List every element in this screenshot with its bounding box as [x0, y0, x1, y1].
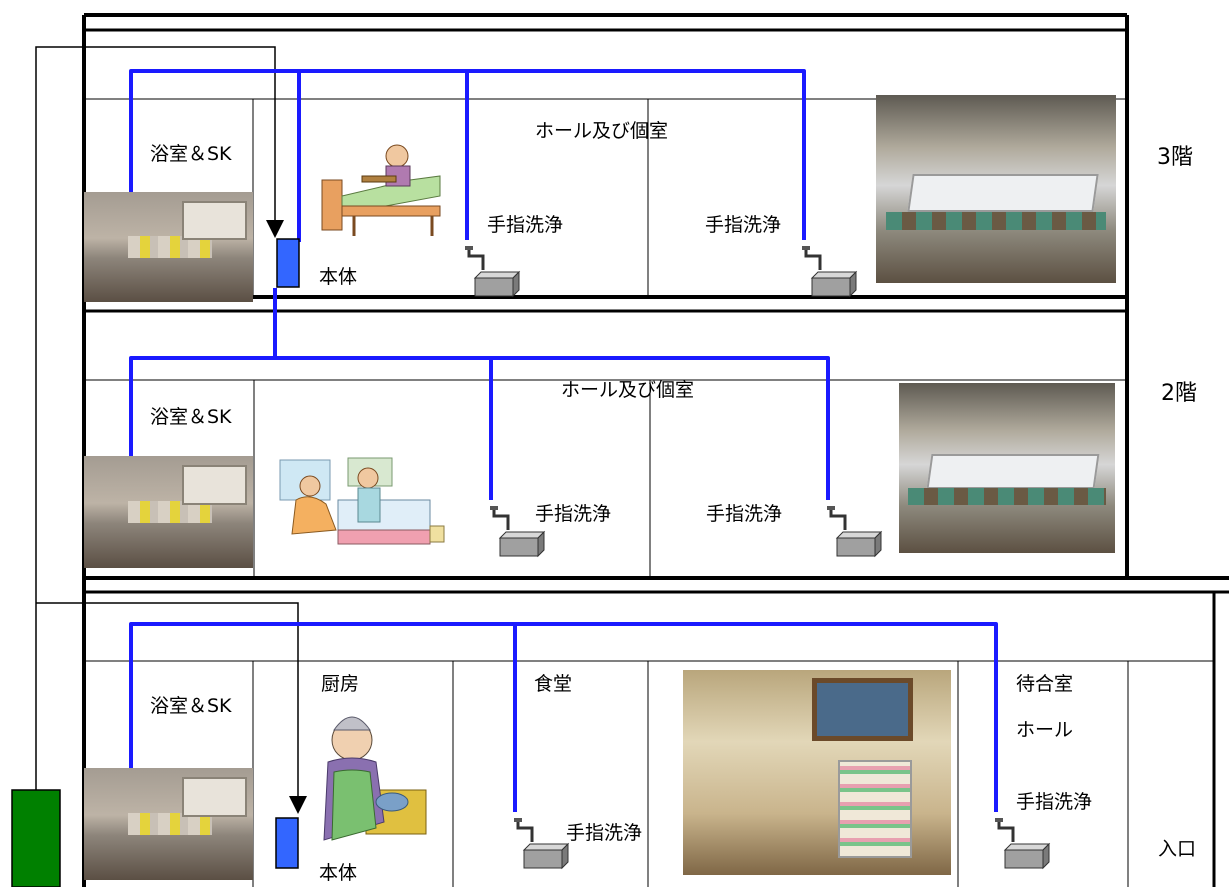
supply-pipes: [129, 69, 998, 812]
hand-wash-label: 手指洗浄: [705, 214, 782, 236]
water-tank: [11, 789, 61, 887]
floor-label-3f: 3階: [1157, 145, 1193, 170]
room-label-bath-sk: 浴室＆SK: [150, 695, 232, 717]
hand-wash-sink-icon: [463, 244, 521, 298]
feed-lines: [35, 46, 299, 798]
hand-wash-sink-icon: [993, 816, 1051, 870]
bathroom-photo: [84, 192, 253, 302]
hand-wash-label: 手指洗浄: [1016, 791, 1093, 813]
patient-bed-illustration-icon: [321, 144, 441, 236]
hall-photo: [899, 383, 1115, 553]
room-label-hall-private: ホール及び個室: [561, 379, 695, 401]
room-label-kitchen: 厨房: [321, 673, 360, 695]
building-walls: [82, 13, 1229, 887]
hand-wash-sink-icon: [512, 816, 570, 870]
caregiver-illustration-icon: [279, 457, 445, 545]
unit-box-3f: [276, 238, 300, 288]
arrow-3f: [266, 220, 284, 238]
unit-label: 本体: [319, 266, 358, 288]
arrow-1f: [289, 796, 307, 814]
hand-wash-label: 手指洗浄: [535, 503, 612, 525]
room-label-bath-sk: 浴室＆SK: [150, 406, 232, 428]
hand-wash-label: 手指洗浄: [566, 822, 643, 844]
hand-wash-label: 手指洗浄: [706, 503, 783, 525]
hand-wash-sink-icon: [800, 244, 858, 298]
room-label-bath-sk: 浴室＆SK: [150, 143, 232, 165]
room-label-entrance: 入口: [1158, 838, 1197, 860]
floor-label-2f: 2階: [1161, 381, 1197, 406]
hand-wash-sink-icon: [825, 504, 883, 558]
hand-wash-label: 手指洗浄: [487, 214, 564, 236]
room-label-hall-private: ホール及び個室: [535, 120, 669, 142]
unit-label: 本体: [319, 862, 358, 884]
hall-photo: [876, 95, 1116, 283]
waiting-room-photo: [683, 670, 951, 875]
bathroom-photo: [84, 768, 253, 880]
room-label-dining: 食堂: [534, 673, 573, 695]
cook-illustration-icon: [323, 716, 427, 841]
bathroom-photo: [84, 456, 253, 568]
room-label-waiting-room: 待合室: [1016, 673, 1074, 695]
room-label-hall: ホール: [1016, 719, 1074, 741]
unit-box-1f: [275, 817, 299, 869]
